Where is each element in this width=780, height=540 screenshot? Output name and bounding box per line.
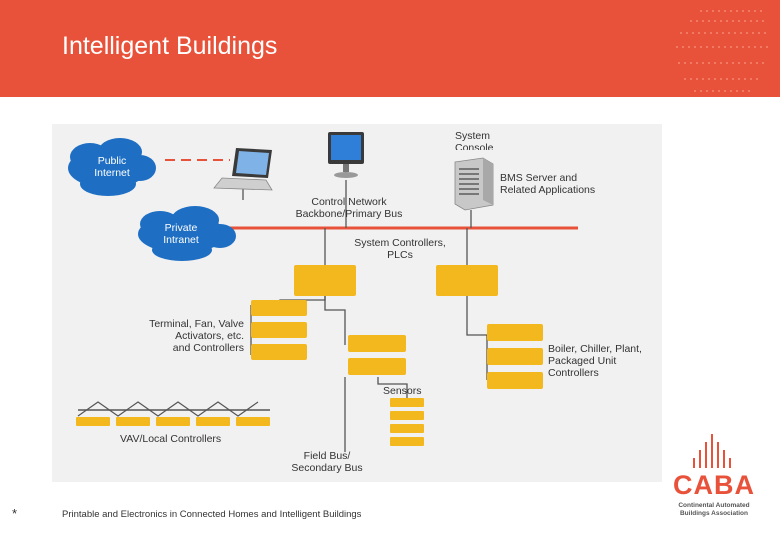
controller-box xyxy=(294,265,356,296)
private-intranet-label: Private Intranet xyxy=(163,222,199,246)
public-internet-label: Public Internet xyxy=(94,155,130,179)
vav-controller-box xyxy=(156,417,190,426)
footer-text: Printable and Electronics in Connected H… xyxy=(62,509,362,520)
plant-controller-box xyxy=(487,348,543,365)
public-internet-cloud xyxy=(68,138,156,196)
vav-feeders xyxy=(77,401,259,417)
plant-controllers-label: Boiler, Chiller, Plant, Packaged Unit Co… xyxy=(548,343,642,379)
monitor-icon xyxy=(328,132,364,178)
caba-wordmark: CABA xyxy=(673,470,755,500)
server-icon xyxy=(454,157,494,211)
sensor-box xyxy=(390,398,424,407)
vav-controller-box xyxy=(236,417,270,426)
terminal-controller-box xyxy=(251,322,307,338)
sensor-box xyxy=(390,411,424,420)
system-controllers-label: System Controllers, PLCs xyxy=(354,237,446,261)
sensor-box xyxy=(390,424,424,433)
mid-controller-box xyxy=(348,335,406,352)
terminal-controller-box xyxy=(251,300,307,316)
footer-marker: * xyxy=(12,506,18,521)
terminal-controllers-label: Terminal, Fan, Valve Activators, etc. an… xyxy=(149,318,244,354)
controller-box xyxy=(436,265,498,296)
sensor-feed-line xyxy=(377,377,408,400)
system-console-label: System Console xyxy=(455,130,494,150)
vav-controller-box xyxy=(76,417,110,426)
decorative-dots xyxy=(676,10,768,92)
terminal-controller-box xyxy=(251,344,307,360)
mid-controller-box xyxy=(348,358,406,375)
plant-controller-box xyxy=(487,324,543,341)
plant-feed-line xyxy=(466,296,487,336)
vav-controller-box xyxy=(116,417,150,426)
vav-controller-box xyxy=(196,417,230,426)
caba-subtitle: Continental Automated Buildings Associat… xyxy=(678,502,750,517)
plant-controller-box xyxy=(487,372,543,389)
laptop-icon xyxy=(213,148,273,191)
private-intranet-cloud xyxy=(138,206,236,261)
sensor-box xyxy=(390,437,424,446)
diagram-panel xyxy=(52,124,662,482)
caba-logo: CABA Continental Automated Buildings Ass… xyxy=(664,430,774,530)
field-bus-label: Field Bus/ Secondary Bus xyxy=(291,450,363,474)
vav-label: VAV/Local Controllers xyxy=(120,433,222,445)
sensors-label: Sensors xyxy=(383,385,422,397)
mid-feed-line xyxy=(324,296,346,345)
caba-logo-mark xyxy=(693,434,731,468)
header-banner: Intelligent Buildings xyxy=(0,0,780,97)
control-network-label: Control Network Backbone/Primary Bus xyxy=(295,196,403,220)
bms-server-label: BMS Server and Related Applications xyxy=(500,172,596,196)
slide-title: Intelligent Buildings xyxy=(62,32,278,60)
